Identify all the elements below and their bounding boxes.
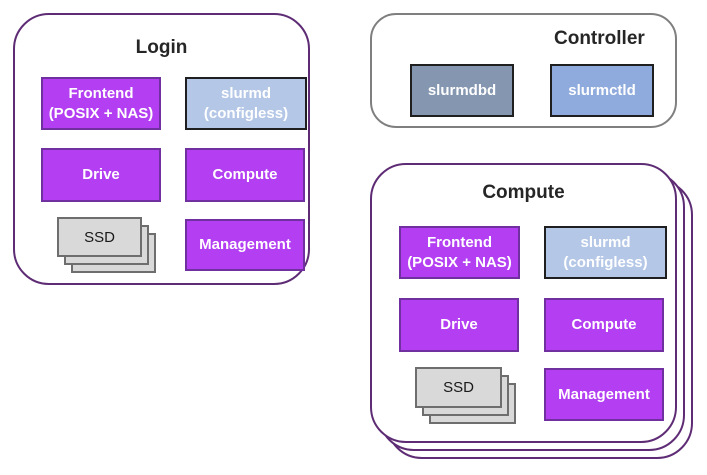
login-slurmd-node: slurmd (configless) — [185, 77, 307, 130]
management-label: Management — [199, 236, 291, 253]
compute-label: Compute — [571, 316, 637, 333]
compute-compute-node: Compute — [544, 298, 664, 352]
compute-title: Compute — [482, 182, 565, 203]
compute-group: Compute Frontend (POSIX + NAS) slurmd (c… — [370, 163, 677, 443]
login-compute-node: Compute — [185, 148, 305, 202]
login-title: Login — [135, 37, 188, 58]
slurmdbd-label: slurmdbd — [427, 81, 497, 99]
controller-group: Controller slurmdbd slurmctld — [370, 13, 677, 128]
login-frontend-node: Frontend (POSIX + NAS) — [41, 77, 161, 130]
ssd-card-front: SSD — [57, 217, 142, 257]
compute-management-node: Management — [544, 368, 664, 421]
login-group: Login Frontend (POSIX + NAS) slurmd (con… — [13, 13, 310, 285]
login-management-node: Management — [185, 219, 305, 271]
slurmctld-node: slurmctld — [550, 64, 654, 117]
compute-label: Compute — [212, 166, 278, 183]
slurmd-label-line1: slurmd — [580, 233, 631, 251]
drive-label: Drive — [440, 316, 478, 333]
compute-drive-node: Drive — [399, 298, 519, 352]
slurmctld-label: slurmctld — [568, 81, 636, 99]
frontend-label-line2: (POSIX + NAS) — [407, 253, 512, 271]
ssd-label: SSD — [443, 379, 474, 396]
compute-slurmd-node: slurmd (configless) — [544, 226, 667, 279]
ssd-label: SSD — [84, 228, 115, 246]
drive-label: Drive — [82, 166, 120, 183]
ssd-card-front: SSD — [415, 367, 502, 408]
slurmd-label-line1: slurmd — [220, 84, 271, 102]
compute-frontend-node: Frontend (POSIX + NAS) — [399, 226, 520, 279]
frontend-label-line2: (POSIX + NAS) — [48, 104, 154, 122]
slurmd-label-line2: (configless) — [203, 104, 289, 122]
frontend-label-line1: Frontend — [68, 84, 134, 102]
slurmdbd-node: slurmdbd — [410, 64, 514, 117]
frontend-label-line1: Frontend — [427, 233, 492, 251]
controller-title: Controller — [554, 28, 645, 49]
login-drive-node: Drive — [41, 148, 161, 202]
slurmd-label-line2: (configless) — [563, 253, 648, 271]
management-label: Management — [558, 385, 650, 403]
